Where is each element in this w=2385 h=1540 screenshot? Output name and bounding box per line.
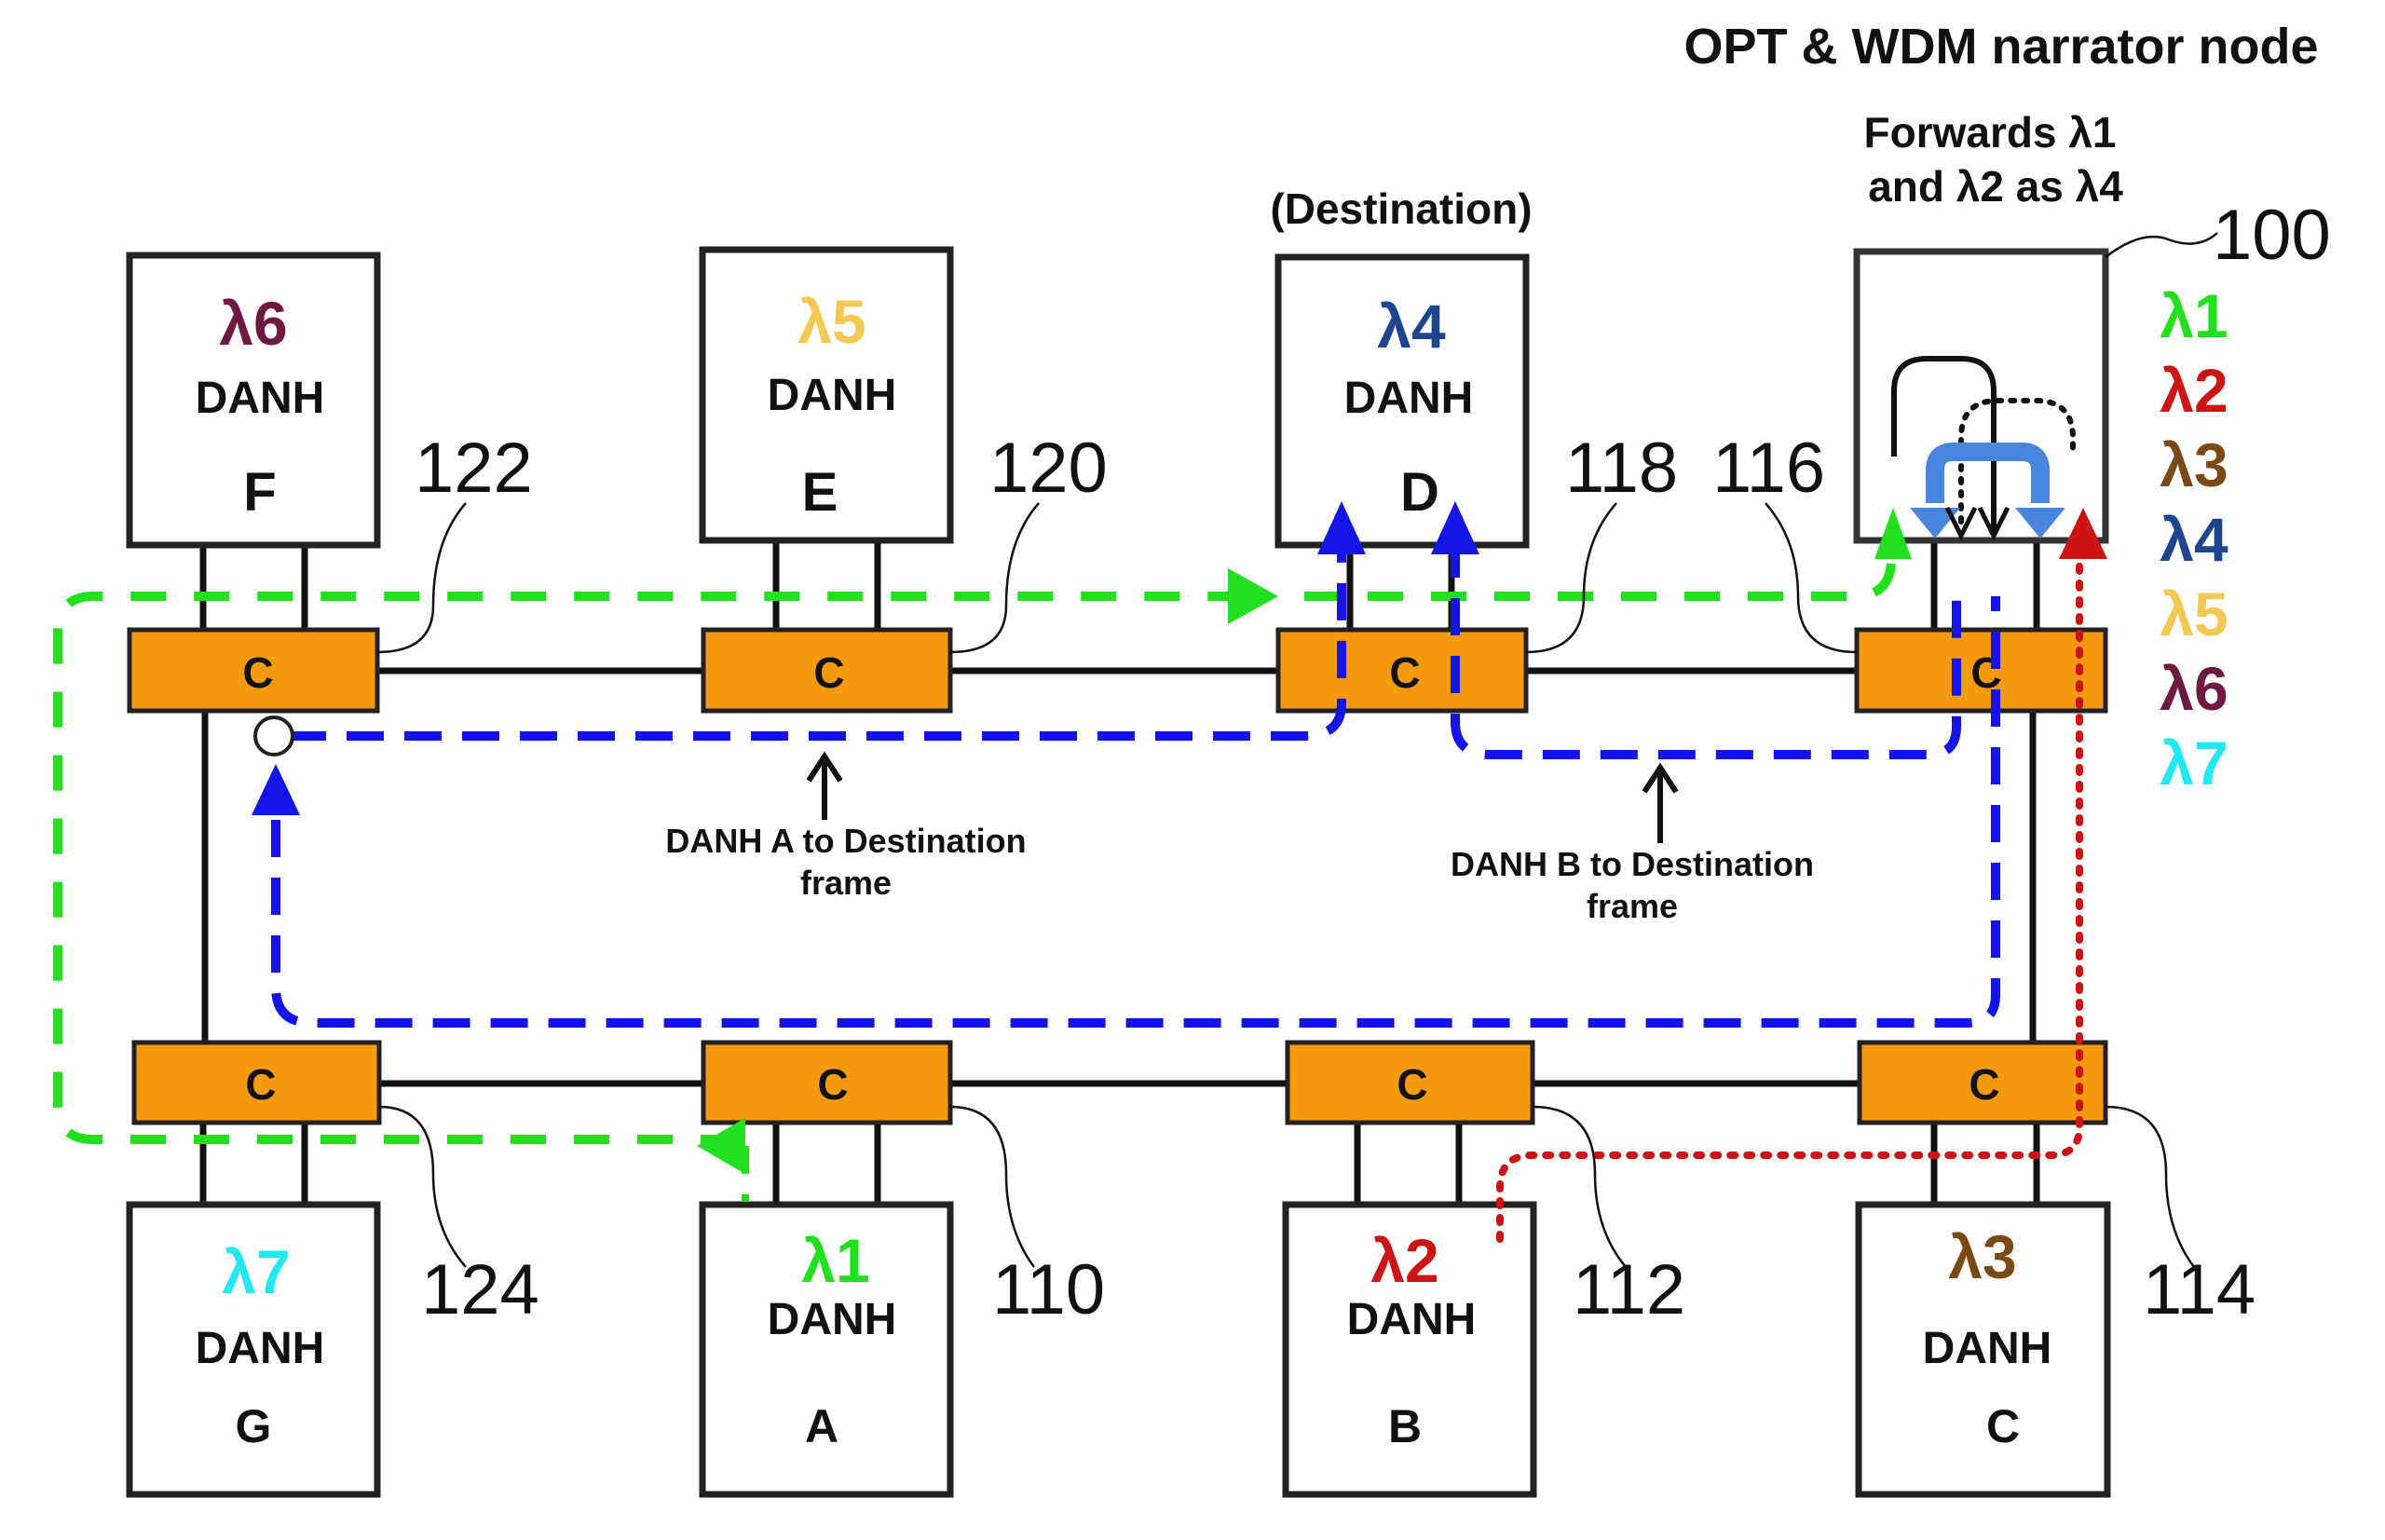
- lambda1-path: [53, 558, 1896, 1202]
- node-E[interactable]: λ5 DANH E: [699, 246, 954, 544]
- connector-122[interactable]: C: [127, 627, 380, 714]
- narrator-chevrons: [1944, 506, 2010, 541]
- annotation-b-line2: frame: [1587, 887, 1678, 925]
- node-D-type: DANH: [1344, 374, 1474, 423]
- node-A-lambda: λ1: [801, 1226, 869, 1295]
- annotation-b: DANH B to Destination frame: [1451, 762, 1814, 925]
- node-G[interactable]: λ7 DANH G: [126, 1201, 381, 1498]
- node-G-type: DANH: [196, 1324, 325, 1373]
- ref-114: 114: [2143, 1250, 2256, 1329]
- legend-item-lambda3: λ3: [2160, 430, 2228, 499]
- lambda4-arrowhead-D-2: [1431, 501, 1479, 554]
- narrator-loop-dotted: [1958, 398, 2076, 525]
- legend-item-lambda2: λ2: [2160, 356, 2228, 425]
- node-E-lambda: λ5: [797, 287, 865, 356]
- ref-124: 124: [421, 1250, 539, 1329]
- ref-100: 100: [2213, 196, 2331, 275]
- connector-118[interactable]: C: [1275, 627, 1529, 714]
- narrator-note-line1: Forwards λ1: [1864, 108, 2117, 157]
- destination-label: (Destination): [1270, 184, 1532, 233]
- node-G-lambda: λ7: [222, 1237, 290, 1306]
- diagram-title: OPT & WDM narrator node: [1683, 19, 2318, 75]
- node-A-id: A: [805, 1400, 838, 1452]
- legend-item-lambda6: λ6: [2160, 654, 2228, 723]
- node-F-lambda: λ6: [219, 289, 287, 358]
- legend-item-lambda5: λ5: [2160, 579, 2228, 648]
- node-F-id: F: [243, 462, 276, 523]
- lambda1-arrowhead-left: [697, 1118, 745, 1174]
- annotation-a-line2: frame: [800, 864, 892, 902]
- connector-122-label: C: [242, 648, 273, 697]
- merge-point: [253, 715, 294, 756]
- ref-120: 120: [989, 429, 1108, 508]
- node-C-id: C: [1986, 1400, 2020, 1452]
- legend-item-lambda4: λ4: [2160, 505, 2228, 574]
- ref-116: 116: [1712, 429, 1825, 508]
- connector-124[interactable]: C: [131, 1040, 382, 1125]
- narrator-input-lambda1-icon: [1874, 508, 1912, 559]
- ref-110: 110: [992, 1250, 1105, 1329]
- node-B-lambda: λ2: [1370, 1226, 1438, 1295]
- connector-110[interactable]: C: [701, 1040, 953, 1125]
- ref-118: 118: [1565, 429, 1678, 508]
- narrator-note-line2: and λ2 as λ4: [1868, 162, 2123, 211]
- connector-120[interactable]: C: [701, 627, 953, 714]
- narrator-loop-solid: [1891, 356, 1997, 536]
- connector-116[interactable]: C: [1854, 627, 2108, 714]
- narrator-forward-arrow: [1926, 443, 2050, 503]
- ring-links: [201, 667, 2037, 1087]
- ref-122: 122: [415, 429, 533, 508]
- connector-112-label: C: [1397, 1060, 1427, 1109]
- node-D-id: D: [1400, 462, 1439, 523]
- node-F-type: DANH: [196, 374, 325, 423]
- node-D-lambda: λ4: [1377, 292, 1446, 361]
- ref-112: 112: [1573, 1250, 1685, 1329]
- narrator-input-lambda2-icon: [2059, 508, 2107, 559]
- lambda4-arrowhead-D-1: [1317, 501, 1366, 554]
- node-A[interactable]: λ1 DANH A: [699, 1201, 954, 1498]
- connector-118-label: C: [1389, 648, 1420, 697]
- node-C[interactable]: λ3 DANH C: [1855, 1201, 2111, 1498]
- node-G-id: G: [236, 1400, 272, 1452]
- connector-114[interactable]: C: [1857, 1040, 2108, 1125]
- legend-item-lambda1: λ1: [2160, 281, 2228, 350]
- node-B-id: B: [1388, 1400, 1422, 1452]
- narrator-forward-arrowhead-right: [2015, 508, 2065, 538]
- connector-124-label: C: [245, 1060, 276, 1109]
- node-D[interactable]: λ4 DANH D: [1274, 253, 1530, 549]
- connector-120-label: C: [813, 648, 844, 697]
- lambda4-arrowhead-up-left: [252, 764, 300, 815]
- node-A-type: DANH: [768, 1295, 897, 1344]
- node-C-lambda: λ3: [1948, 1222, 2016, 1291]
- connector-114-label: C: [1969, 1060, 1999, 1109]
- reference-numbers: [376, 232, 2218, 1268]
- node-E-type: DANH: [768, 371, 897, 420]
- lambda2-path: [1496, 555, 2083, 1243]
- node-E-id: E: [802, 462, 838, 523]
- connectors: C C C C C C C C: [127, 627, 2108, 1125]
- annotation-a-line1: DANH A to Destination: [665, 822, 1026, 860]
- annotation-a: DANH A to Destination frame: [665, 751, 1027, 902]
- legend-item-lambda7: λ7: [2160, 729, 2228, 797]
- connector-110-label: C: [817, 1060, 848, 1109]
- narrator-forward-arrowhead-left: [1910, 508, 1960, 538]
- lambda1-arrowhead-right: [1228, 568, 1278, 624]
- connector-112[interactable]: C: [1285, 1040, 1535, 1125]
- node-B-type: DANH: [1347, 1295, 1477, 1344]
- annotation-b-line1: DANH B to Destination: [1451, 845, 1814, 883]
- lambda4-paths: [252, 501, 2000, 1028]
- reference-labels: 122 120 118 116 100 124 110 112 114: [415, 196, 2331, 1329]
- node-B[interactable]: λ2 DANH B: [1282, 1201, 1537, 1498]
- narrator-node[interactable]: [1853, 248, 2109, 559]
- node-C-type: DANH: [1923, 1324, 2052, 1373]
- node-F[interactable]: λ6 DANH F: [126, 252, 381, 549]
